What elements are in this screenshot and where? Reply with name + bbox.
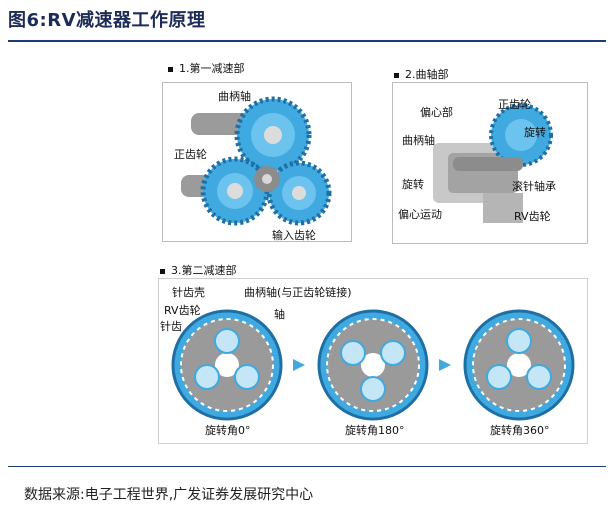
spur-gear-top-icon <box>234 96 312 174</box>
section-3-heading-text: 3.第二减速部 <box>171 264 237 277</box>
label-shaft: 轴 <box>274 308 285 321</box>
spur-gear-2-icon <box>489 103 553 167</box>
label-rv-gear-2: RV齿轮 <box>514 210 551 223</box>
label-rotation-left: 旋转 <box>402 178 424 191</box>
label-crankshaft-linked: 曲柄轴(与正齿轮链接) <box>244 286 352 299</box>
spur-gear-left-icon <box>200 156 270 226</box>
label-rotation-right: 旋转 <box>524 126 546 139</box>
second-reduction-panel <box>158 278 588 444</box>
arrow-1-icon <box>293 359 305 371</box>
section-3-heading: 3.第二减速部 <box>160 262 237 278</box>
crankshaft-panel <box>392 82 588 244</box>
label-eccentric-motion: 偏心运动 <box>398 208 442 221</box>
bottom-divider <box>8 466 606 467</box>
rv-stage-0-icon <box>171 309 283 421</box>
label-input-gear: 输入齿轮 <box>272 229 316 242</box>
crankshaft-illustration <box>433 103 553 223</box>
first-reduction-panel <box>162 82 352 242</box>
label-pin-housing: 针齿壳 <box>172 286 205 299</box>
label-pin-tooth: 针齿 <box>160 320 182 333</box>
label-crankshaft-1: 曲柄轴 <box>218 90 251 103</box>
first-reduction-illustration <box>181 96 332 226</box>
angle-label-0: 旋转角0° <box>205 424 251 437</box>
figure-title: 图6:RV减速器工作原理 <box>8 10 206 31</box>
label-needle-bearing: 滚针轴承 <box>512 180 556 193</box>
rv-stage-180-icon <box>317 309 429 421</box>
label-rv-gear-3: RV齿轮 <box>164 304 201 317</box>
input-gear-icon <box>254 166 280 192</box>
arrow-2-icon <box>439 359 451 371</box>
label-crankshaft-2: 曲柄轴 <box>402 134 435 147</box>
section-2-heading-text: 2.曲轴部 <box>405 68 449 81</box>
section-1-heading: 1.第一减速部 <box>168 60 245 76</box>
top-divider <box>8 40 606 42</box>
label-spur-gear-2: 正齿轮 <box>498 98 531 111</box>
rv-stage-360-icon <box>463 309 575 421</box>
label-spur-gear-1: 正齿轮 <box>174 148 207 161</box>
spur-gear-right-icon <box>266 160 332 226</box>
angle-label-360: 旋转角360° <box>490 424 550 437</box>
label-eccentric: 偏心部 <box>420 106 453 119</box>
angle-label-180: 旋转角180° <box>345 424 405 437</box>
section-1-heading-text: 1.第一减速部 <box>179 62 245 75</box>
data-source: 数据来源:电子工程世界,广发证券发展研究中心 <box>24 487 314 503</box>
second-reduction-illustration <box>171 309 575 421</box>
section-2-heading: 2.曲轴部 <box>394 66 449 82</box>
